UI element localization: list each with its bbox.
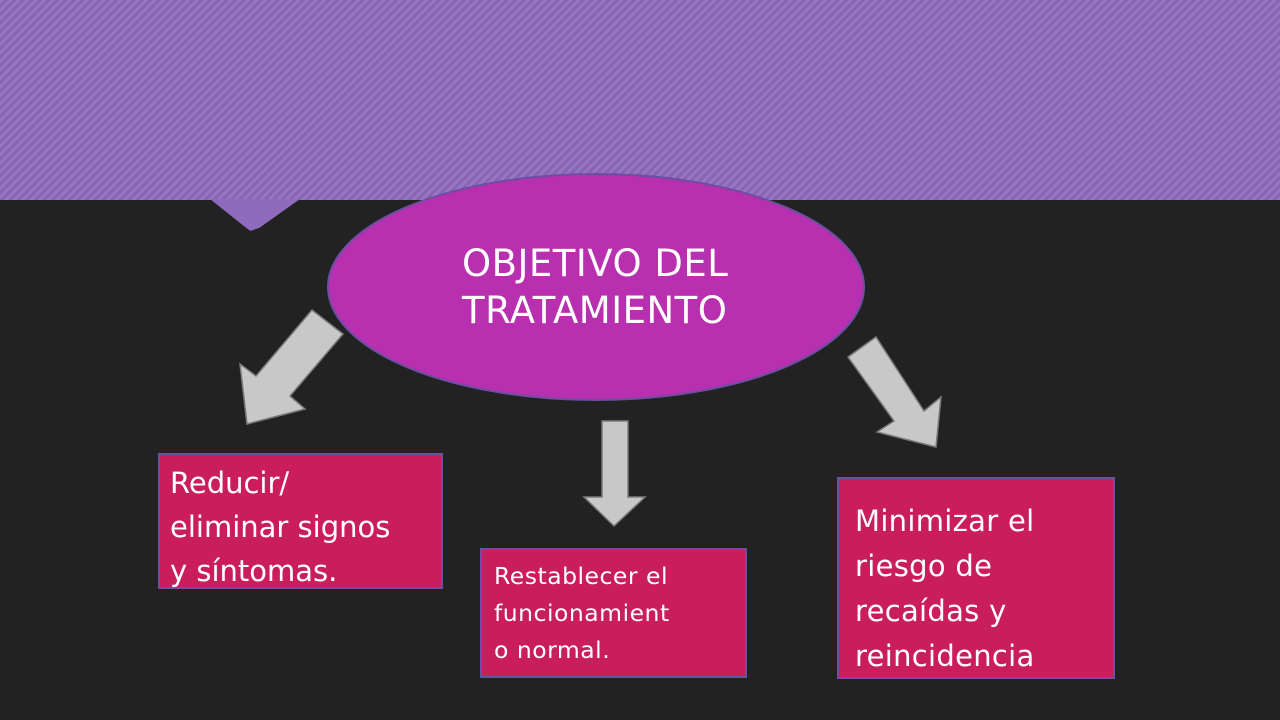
- center-node-ellipse: [327, 173, 865, 401]
- header-band: [0, 0, 1280, 200]
- center-node-label: OBJETIVO DEL TRATAMIENTO: [462, 240, 822, 334]
- branch-box-restore-function: Restablecer el funcionamient o normal.: [480, 548, 747, 678]
- arrow-middle: [582, 420, 647, 528]
- branch-box-reduce-symptoms: Reducir/ eliminar signos y síntomas.: [158, 453, 443, 589]
- branch-label-restore-function: Restablecer el funcionamient o normal.: [494, 562, 670, 664]
- center-node-text: OBJETIVO DEL TRATAMIENTO: [462, 242, 729, 332]
- branch-label-minimize-relapse: Minimizar el riesgo de recaídas y reinci…: [855, 504, 1035, 673]
- branch-box-minimize-relapse: Minimizar el riesgo de recaídas y reinci…: [837, 477, 1115, 679]
- arrow-right: [846, 335, 942, 448]
- branch-label-reduce-symptoms: Reducir/ eliminar signos y síntomas.: [170, 466, 391, 588]
- arrow-left: [239, 308, 345, 425]
